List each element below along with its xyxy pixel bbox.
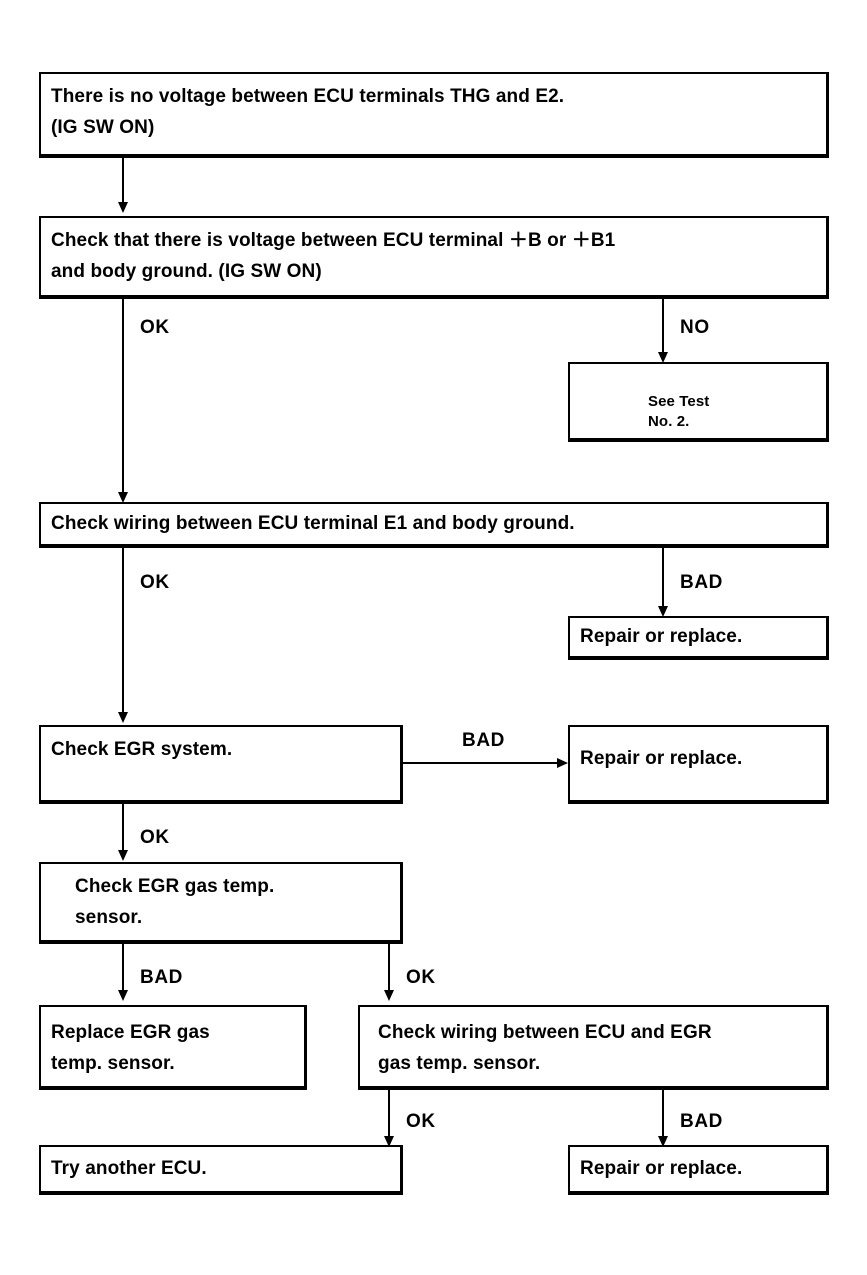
- connector-check-e1-ok: [122, 548, 124, 716]
- arrowhead-egr-system-bad: [557, 758, 568, 768]
- connector-check-b-ok: [122, 299, 124, 497]
- connector-egr-sensor-ok: [388, 944, 390, 994]
- arrowhead-egr-sensor-bad: [118, 990, 128, 1001]
- node-repair-or-replace-1: Repair or replace.: [568, 616, 829, 660]
- arrowhead-sensor-wiring-bad: [658, 1136, 668, 1147]
- node-repair-or-replace-3: Repair or replace.: [568, 1145, 829, 1195]
- edge-label-ok-5: OK: [406, 1111, 436, 1132]
- connector-egr-system-ok: [122, 804, 124, 854]
- arrowhead-egr-sensor-ok: [384, 990, 394, 1001]
- node-check-sensor-wiring: Check wiring between ECU and EGR gas tem…: [358, 1005, 829, 1090]
- node-check-e1-wiring: Check wiring between ECU terminal E1 and…: [39, 502, 829, 548]
- connector-symptom-to-check-b: [122, 158, 124, 206]
- edge-label-bad-1: BAD: [680, 572, 723, 593]
- connector-egr-sensor-bad: [122, 944, 124, 994]
- edge-label-ok-1: OK: [140, 317, 170, 338]
- edge-label-bad-2: BAD: [462, 730, 505, 751]
- node-replace-egr-sensor: Replace EGR gas temp. sensor.: [39, 1005, 307, 1090]
- arrowhead-sensor-wiring-ok: [384, 1136, 394, 1147]
- arrowhead-check-b-ok: [118, 492, 128, 503]
- arrowhead-check-b-no: [658, 352, 668, 363]
- edge-label-bad-3: BAD: [140, 967, 183, 988]
- node-symptom: There is no voltage between ECU terminal…: [39, 72, 829, 158]
- connector-sensor-wiring-ok: [388, 1090, 390, 1140]
- edge-label-bad-4: BAD: [680, 1111, 723, 1132]
- node-try-another-ecu: Try another ECU.: [39, 1145, 403, 1195]
- arrowhead-symptom-to-check-b: [118, 202, 128, 213]
- node-check-b-voltage: Check that there is voltage between ECU …: [39, 216, 829, 299]
- node-repair-or-replace-2: Repair or replace.: [568, 725, 829, 804]
- connector-check-b-no: [662, 299, 664, 356]
- node-check-egr-system: Check EGR system.: [39, 725, 403, 804]
- edge-label-ok-4: OK: [406, 967, 436, 988]
- connector-egr-system-bad: [403, 762, 560, 764]
- edge-label-ok-2: OK: [140, 572, 170, 593]
- connector-sensor-wiring-bad: [662, 1090, 664, 1140]
- arrowhead-egr-system-ok: [118, 850, 128, 861]
- edge-label-ok-3: OK: [140, 827, 170, 848]
- edge-label-no-1: NO: [680, 317, 710, 338]
- arrowhead-check-e1-ok: [118, 712, 128, 723]
- node-see-test-2: See Test No. 2.: [568, 362, 829, 442]
- node-check-egr-sensor: Check EGR gas temp. sensor.: [39, 862, 403, 944]
- arrowhead-check-e1-bad: [658, 606, 668, 617]
- connector-check-e1-bad: [662, 548, 664, 610]
